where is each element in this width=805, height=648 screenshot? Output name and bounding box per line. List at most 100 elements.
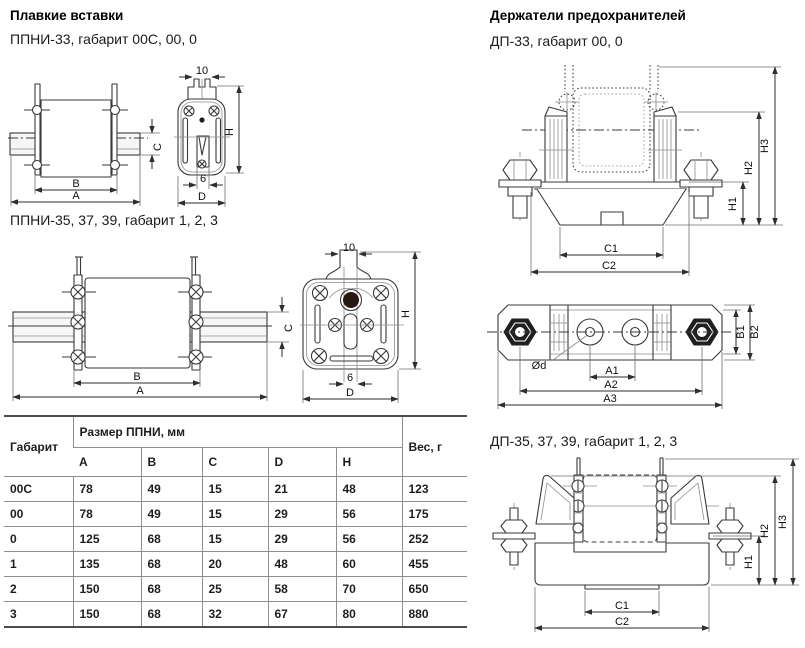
cell-c: 20 [201, 551, 268, 577]
col-header-h: H [335, 447, 402, 477]
dim-label-h: H [400, 310, 412, 318]
right-subtitle-dp33: ДП-33, габарит 00, 0 [490, 33, 623, 49]
table-row: 1 135 68 20 48 60 455 [4, 551, 467, 577]
left-subtitle-ppni33: ППНИ-33, габарит 00С, 00, 0 [10, 31, 197, 47]
inner-lines [549, 305, 672, 360]
striker-pins [576, 457, 664, 476]
cell-c: 15 [201, 501, 268, 527]
clips [535, 474, 710, 525]
cell-c: 32 [201, 601, 268, 628]
bolt-left [498, 152, 542, 222]
hex-nut-right [685, 318, 719, 346]
indicator-dot [199, 117, 205, 123]
dim-label-b1: B1 [735, 325, 747, 338]
dim-10: 10 [179, 65, 225, 80]
col-header-d: D [267, 447, 336, 477]
screws [62, 284, 212, 365]
table-row: 3 150 68 32 67 80 880 [4, 601, 467, 628]
cell-a: 125 [72, 526, 141, 552]
dim-h1: H1 [665, 181, 783, 226]
dim-label-b: B [133, 371, 140, 383]
table-row: 0 125 68 15 29 56 252 [4, 526, 467, 552]
left-section-title: Плавкие вставки [10, 8, 124, 23]
contact-crosses [547, 479, 719, 534]
dim-c2: C2 [534, 587, 710, 632]
cell-a: 135 [72, 551, 141, 577]
cell-gabarit: 00C [4, 476, 73, 502]
dim-label-10: 10 [196, 65, 208, 77]
dim-label-h3: H3 [777, 515, 789, 529]
cell-c: 15 [201, 526, 268, 552]
dim-6: 6 [329, 372, 372, 387]
dim-c: C [267, 297, 295, 357]
cell-a: 150 [72, 576, 141, 602]
dim-a1: A1 [589, 365, 636, 380]
cell-weight: 123 [401, 476, 467, 502]
col-header-weight: Вес, г [401, 415, 467, 477]
cell-h: 48 [335, 476, 402, 502]
cell-d: 48 [267, 551, 336, 577]
bolt-right [679, 152, 723, 222]
dim-label-a3: A3 [603, 393, 616, 405]
cell-c: 15 [201, 476, 268, 502]
dp35-front-drawing: C1 C2 H1 H2 H3 [492, 457, 799, 632]
fuse-dotted [558, 65, 665, 173]
ppni-dimensions-table: Габарит Размер ППНИ, мм Вес, г A B C D H… [4, 415, 467, 628]
cell-h: 60 [335, 551, 402, 577]
dim-label-h2: H2 [759, 524, 771, 538]
dim-label-a: A [72, 190, 80, 202]
col-header-gabarit: Габарит [4, 415, 73, 477]
dim-h3: H3 [659, 66, 781, 226]
cell-b: 68 [140, 551, 202, 577]
dim-diameter: Ød [532, 335, 587, 372]
dim-10: 10 [325, 242, 372, 257]
cell-h: 80 [335, 601, 402, 628]
table-row: 00 78 49 15 29 56 175 [4, 501, 467, 527]
dim-label-b: B [72, 178, 79, 190]
cell-c: 25 [201, 576, 268, 602]
col-header-c: C [201, 447, 268, 477]
left-subtitle-ppni35: ППНИ-35, 37, 39, габарит 1, 2, 3 [10, 212, 218, 228]
dim-label-c2: C2 [615, 616, 629, 628]
dim-b: B [34, 176, 118, 194]
dim-c1: C1 [559, 227, 664, 259]
base [534, 181, 687, 226]
cell-d: 29 [267, 526, 336, 552]
dim-label-c1: C1 [615, 600, 629, 612]
dim-label-h1: H1 [743, 555, 755, 569]
col-header-size-group: Размер ППНИ, мм [72, 415, 402, 448]
dim-label-a1: A1 [605, 365, 618, 377]
cell-a: 78 [72, 501, 141, 527]
dim-label-c2: C2 [602, 260, 616, 272]
cell-gabarit: 2 [4, 576, 73, 602]
dim-label-h3: H3 [759, 139, 771, 153]
dp33-front-drawing: H1 H2 H3 C1 C2 [498, 65, 783, 276]
col-header-a: A [73, 447, 141, 477]
dim-label-h2: H2 [743, 161, 755, 175]
table-row: 00C 78 49 15 21 48 123 [4, 476, 467, 502]
dim-b1: B1 [733, 309, 747, 355]
cell-b: 49 [140, 476, 202, 502]
base [534, 542, 710, 590]
dim-h: H [360, 251, 421, 370]
cell-gabarit: 1 [4, 551, 73, 577]
striker-pins [75, 256, 198, 277]
dim-label-a2: A2 [604, 379, 617, 391]
cell-weight: 175 [401, 501, 467, 527]
dim-c1: C1 [584, 591, 660, 616]
dim-label-diameter: Ød [532, 360, 547, 372]
cell-b: 68 [140, 526, 202, 552]
cell-b: 68 [140, 601, 202, 628]
bottom-screw [197, 159, 207, 169]
table-row: 2 150 68 25 58 70 650 [4, 576, 467, 602]
cell-b: 68 [140, 576, 202, 602]
cell-a: 78 [72, 476, 141, 502]
screw [24, 104, 128, 171]
dim-label-10: 10 [343, 242, 355, 254]
dim-6: 6 [183, 168, 223, 189]
cell-gabarit: 00 [4, 501, 73, 527]
dim-label-h1: H1 [727, 197, 739, 211]
dim-a2: A2 [519, 379, 703, 394]
cell-h: 56 [335, 501, 402, 527]
dim-label-c: C [283, 324, 295, 332]
